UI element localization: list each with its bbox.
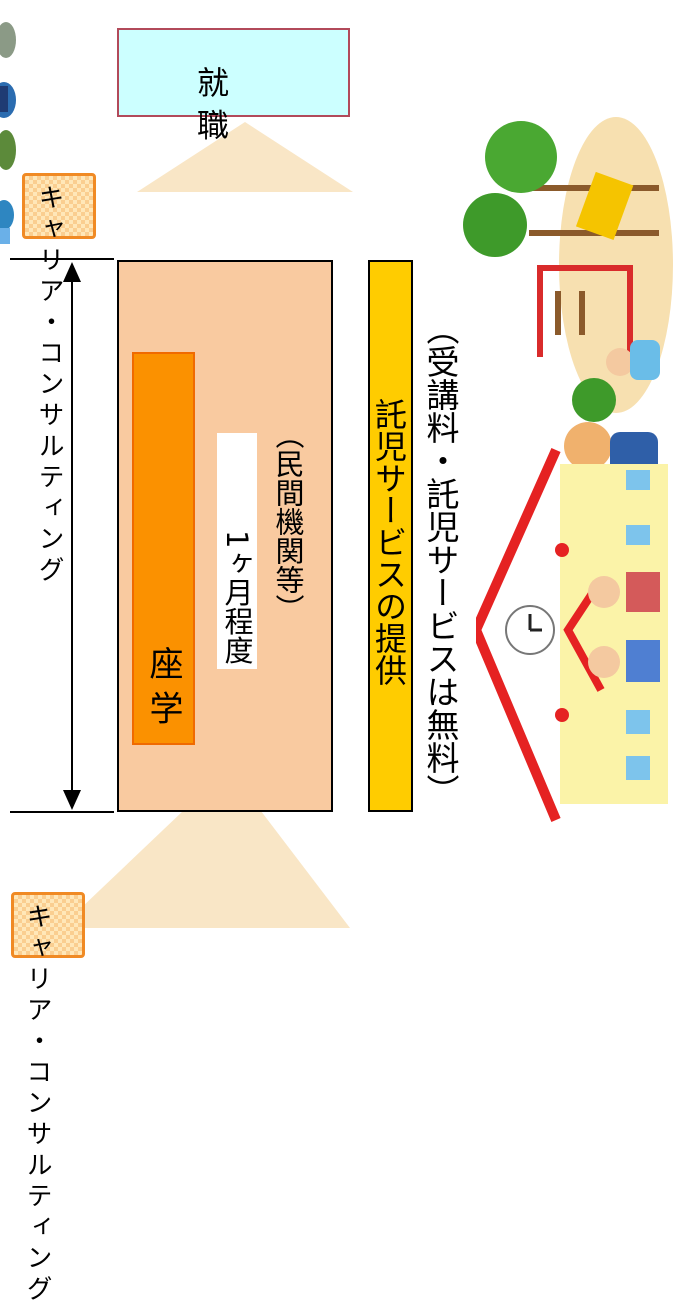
period-top-line: [10, 258, 114, 260]
playground-illustration: [455, 115, 678, 415]
double-arrow-icon: [60, 262, 84, 810]
childcare-service-label: 託児サービスの提供: [370, 398, 408, 686]
employment-box: 就 職: [117, 28, 350, 140]
duration-label: 1ヶ月程度: [220, 530, 254, 665]
career-badge-top: [22, 173, 96, 239]
duration-label-bg: [217, 433, 257, 669]
nursery-school-illustration: [470, 440, 678, 830]
career-consulting-label-bottom: キャリア・コンサルティング: [22, 903, 52, 1306]
childcare-bar: [368, 260, 413, 812]
provider-label: （民間機関等）: [271, 420, 305, 623]
employment-label: 就 職: [192, 66, 230, 141]
consulting-beam-top: [137, 122, 353, 192]
period-bottom-line: [10, 811, 114, 813]
classroom-label: 座 学: [143, 646, 183, 725]
classroom-bar: [132, 352, 195, 745]
career-badge-bottom: [11, 892, 85, 958]
free-note: （受講料・託児サービスは無料）: [421, 312, 460, 807]
career-consulting-label-top: キャリア・コンサルティング: [34, 184, 64, 587]
people-illustration: [0, 0, 16, 245]
